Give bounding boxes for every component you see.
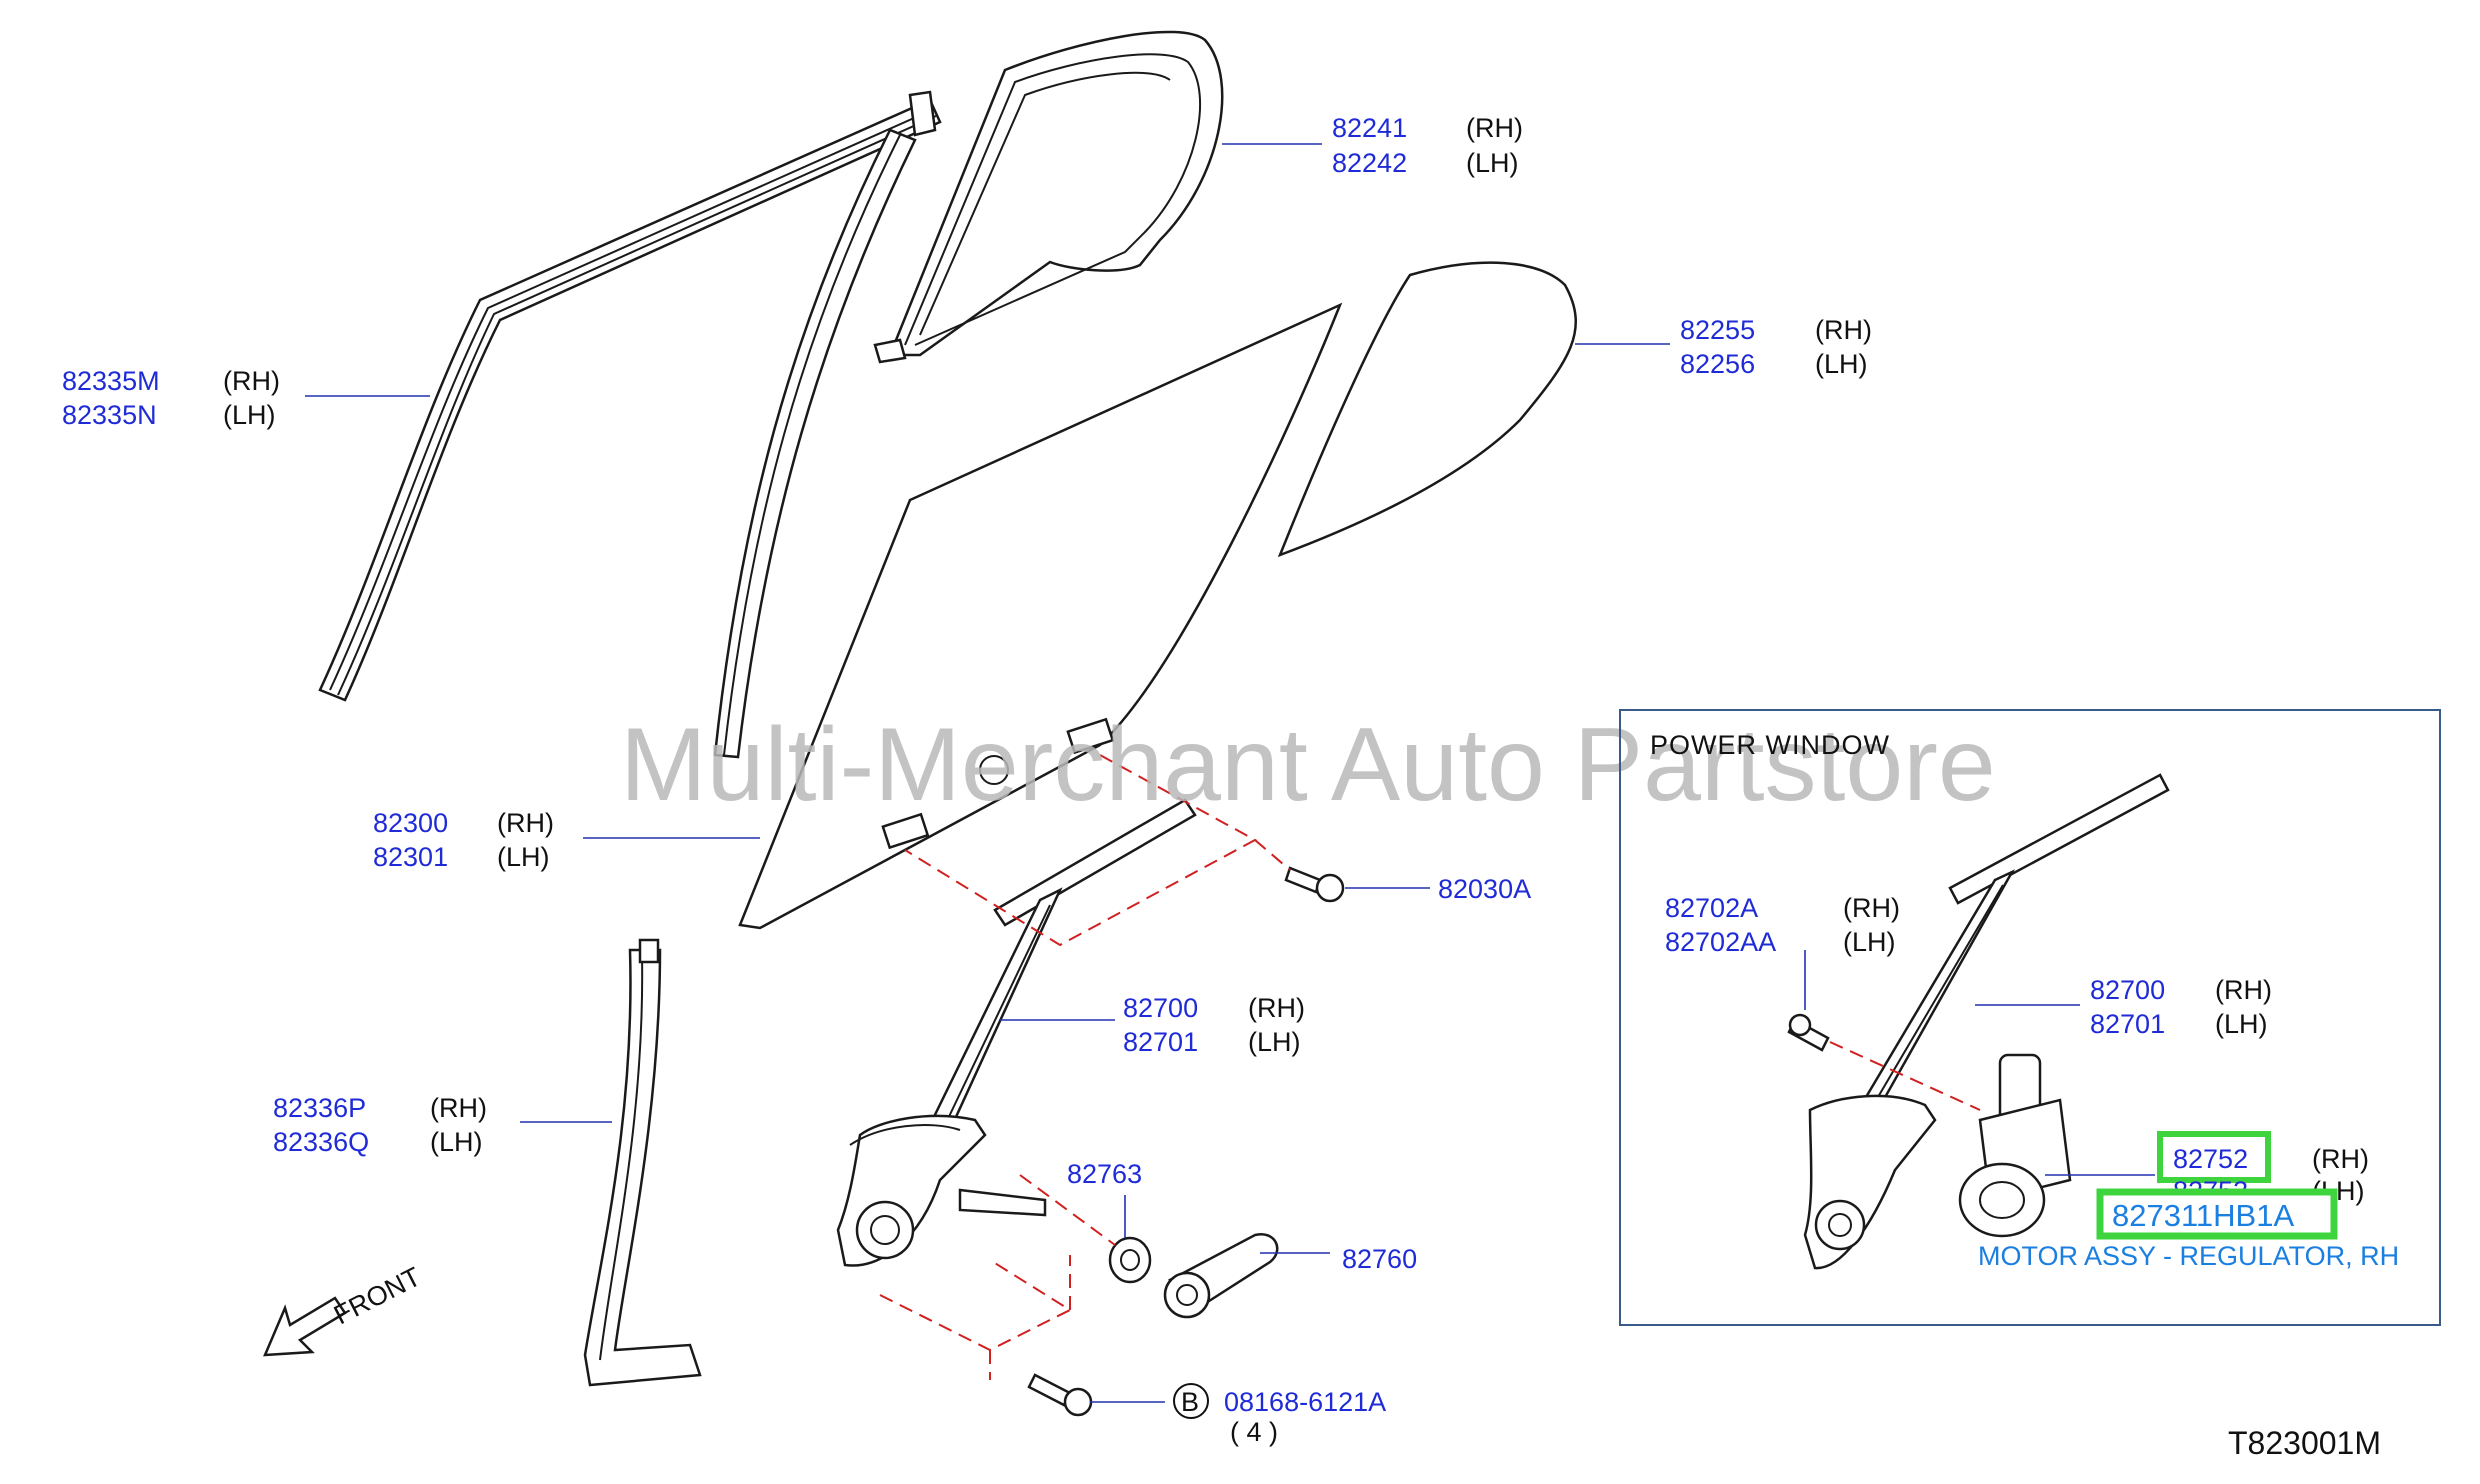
sash-molding-drawing bbox=[318, 90, 942, 702]
svg-text:82301: 82301 bbox=[373, 842, 448, 872]
callout-82030a[interactable]: 82030A bbox=[1438, 874, 1531, 904]
callout-inset-82700[interactable]: 82700 (RH) 82701 (LH) bbox=[2090, 975, 2272, 1039]
svg-text:82241: 82241 bbox=[1332, 113, 1407, 143]
svg-text:(RH): (RH) bbox=[2215, 975, 2272, 1005]
svg-text:(LH): (LH) bbox=[1466, 148, 1519, 178]
callout-82241[interactable]: 82241 (RH) 82242 (LH) bbox=[1332, 113, 1523, 178]
svg-text:82300: 82300 bbox=[373, 808, 448, 838]
callout-82763[interactable]: 82763 bbox=[1067, 1159, 1142, 1189]
svg-text:82255: 82255 bbox=[1680, 315, 1755, 345]
svg-text:82760: 82760 bbox=[1342, 1244, 1417, 1274]
callout-82255[interactable]: 82255 (RH) 82256 (LH) bbox=[1680, 315, 1872, 379]
power-window-inset: POWER WINDOW bbox=[1619, 709, 2441, 1326]
dashed-lines bbox=[879, 754, 1291, 1380]
door-glass-drawing bbox=[738, 302, 1343, 930]
svg-text:(RH): (RH) bbox=[1815, 315, 1872, 345]
svg-text:(RH): (RH) bbox=[430, 1093, 487, 1123]
svg-text:82702A: 82702A bbox=[1665, 893, 1758, 923]
svg-text:(LH): (LH) bbox=[223, 400, 276, 430]
washer-82763-drawing bbox=[1108, 1236, 1152, 1284]
callout-82335m[interactable]: 82335M (RH) 82335N (LH) bbox=[62, 366, 280, 430]
svg-text:(LH): (LH) bbox=[1815, 349, 1868, 379]
svg-text:82336P: 82336P bbox=[273, 1093, 366, 1123]
callout-inset-82702a[interactable]: 82702A (RH) 82702AA (LH) bbox=[1665, 893, 1900, 957]
svg-text:82335N: 82335N bbox=[62, 400, 157, 430]
inset-title: POWER WINDOW bbox=[1650, 730, 1890, 760]
svg-text:82700: 82700 bbox=[2090, 975, 2165, 1005]
watermark: Multi-Merchant Auto Partstore bbox=[620, 707, 1996, 823]
svg-text:(LH): (LH) bbox=[2215, 1009, 2268, 1039]
svg-text:82700: 82700 bbox=[1123, 993, 1198, 1023]
partition-glass-drawing bbox=[1277, 261, 1577, 558]
svg-text:(LH): (LH) bbox=[430, 1127, 483, 1157]
svg-text:B: B bbox=[1181, 1387, 1199, 1417]
svg-text:(RH): (RH) bbox=[1466, 113, 1523, 143]
svg-text:(LH): (LH) bbox=[1248, 1027, 1301, 1057]
svg-text:(RH): (RH) bbox=[223, 366, 280, 396]
callout-82336p[interactable]: 82336P (RH) 82336Q (LH) bbox=[273, 1093, 487, 1157]
svg-text:82336Q: 82336Q bbox=[273, 1127, 369, 1157]
svg-text:82702AA: 82702AA bbox=[1665, 927, 1776, 957]
svg-text:(RH): (RH) bbox=[2312, 1144, 2369, 1174]
svg-text:82030A: 82030A bbox=[1438, 874, 1531, 904]
regulator-drawing bbox=[836, 798, 1197, 1267]
svg-text:(RH): (RH) bbox=[1248, 993, 1305, 1023]
svg-text:82752: 82752 bbox=[2173, 1144, 2248, 1174]
rear-sash-drawing bbox=[583, 938, 702, 1387]
callout-82300[interactable]: 82300 (RH) 82301 (LH) bbox=[373, 808, 554, 872]
diagram-code: T823001M bbox=[2228, 1425, 2381, 1461]
bolt-b-drawing bbox=[1027, 1373, 1093, 1417]
highlight-part-number: 827311HB1A bbox=[2112, 1198, 2294, 1233]
partition-seal-drawing bbox=[873, 30, 1224, 364]
callout-bolt-b[interactable]: B 08168-6121A ( 4 ) bbox=[1173, 1383, 1386, 1447]
svg-text:08168-6121A: 08168-6121A bbox=[1224, 1387, 1386, 1417]
svg-text:FRONT: FRONT bbox=[329, 1261, 425, 1330]
svg-text:82335M: 82335M bbox=[62, 366, 160, 396]
svg-text:(RH): (RH) bbox=[497, 808, 554, 838]
svg-text:82256: 82256 bbox=[1680, 349, 1755, 379]
svg-text:(LH): (LH) bbox=[497, 842, 550, 872]
svg-text:82763: 82763 bbox=[1067, 1159, 1142, 1189]
svg-text:( 4 ): ( 4 ) bbox=[1230, 1417, 1278, 1447]
callout-82760[interactable]: 82760 bbox=[1342, 1244, 1417, 1274]
svg-text:(LH): (LH) bbox=[1843, 927, 1896, 957]
regulator-handle-82760-drawing bbox=[1163, 1232, 1279, 1319]
highlight-description: MOTOR ASSY - REGULATOR, RH bbox=[1978, 1241, 2399, 1271]
svg-text:82242: 82242 bbox=[1332, 148, 1407, 178]
glass-run-channel-drawing bbox=[713, 128, 917, 759]
highlighted-part[interactable]: 827311HB1A MOTOR ASSY - REGULATOR, RH bbox=[1978, 1188, 2399, 1271]
bolt-82030a-drawing bbox=[1284, 866, 1345, 903]
svg-text:82701: 82701 bbox=[1123, 1027, 1198, 1057]
callout-82700[interactable]: 82700 (RH) 82701 (LH) bbox=[1123, 993, 1305, 1057]
leader-lines bbox=[305, 143, 1670, 1403]
svg-text:82701: 82701 bbox=[2090, 1009, 2165, 1039]
front-arrow: FRONT bbox=[263, 1261, 426, 1357]
svg-text:(RH): (RH) bbox=[1843, 893, 1900, 923]
